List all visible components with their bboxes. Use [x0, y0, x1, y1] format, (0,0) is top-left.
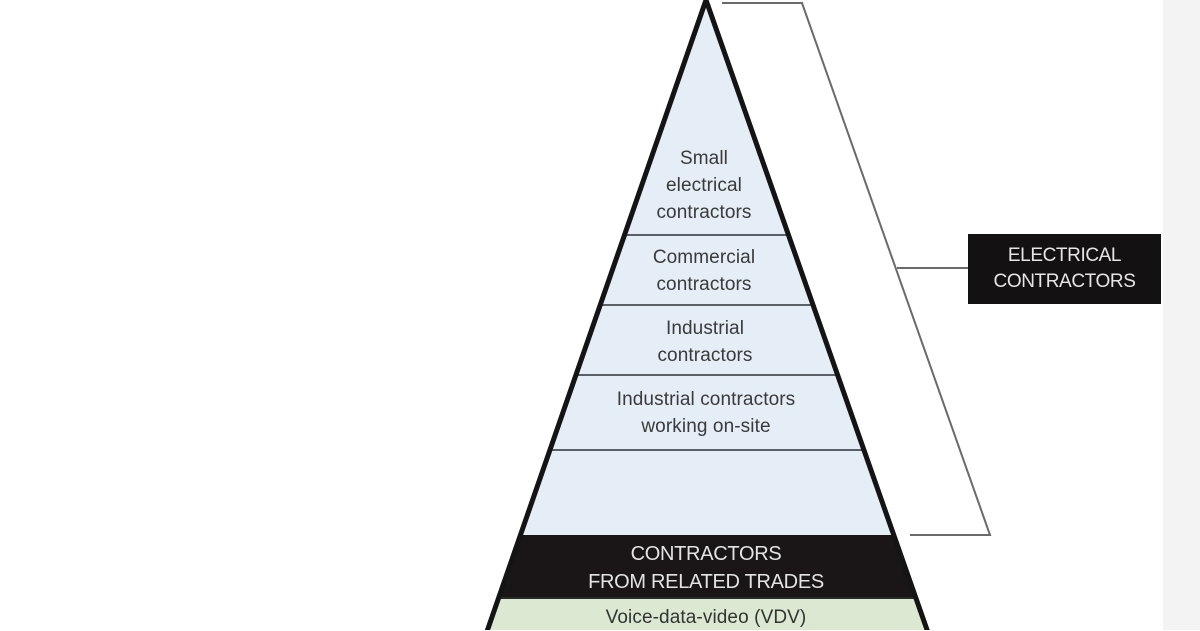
layer-label-line: Industrial contractors: [616, 389, 796, 410]
pyramid-layer-industrial: [575, 305, 838, 375]
pyramid-layer-blank: [519, 450, 895, 535]
layer-label-industrial: Industrial contractors: [657, 315, 752, 369]
right-edge-strip: [1163, 0, 1200, 630]
pyramid-layer-commercial: [599, 235, 814, 305]
layer-label-line: Voice-data-video (VDV): [605, 607, 807, 628]
layer-dividers: [497, 234, 917, 599]
layer-label-line: FROM RELATED TRADES: [588, 571, 824, 593]
electrical-contractors-label: ELECTRICAL CONTRACTORS: [968, 234, 1161, 304]
layer-label-related-trades: CONTRACTORS FROM RELATED TRADES: [588, 540, 824, 596]
pyramid-band-related-trades: [497, 535, 917, 598]
side-label-line: ELECTRICAL: [1007, 245, 1122, 266]
layer-label-line: contractors: [656, 274, 752, 295]
pyramid-layer-small-electrical: [624, 0, 789, 235]
electrical-bracket: [722, 2, 992, 536]
layer-label-line: electrical: [666, 175, 742, 196]
layer-label-line: Small: [679, 148, 728, 169]
layer-label-line: contractors: [657, 345, 753, 366]
pyramid-band-vdv: [486, 598, 928, 630]
pyramid-layer-industrial-onsite: [549, 375, 865, 450]
layer-label-line: Industrial: [665, 318, 745, 339]
layer-label-line: contractors: [656, 202, 752, 223]
layer-label-line: working on-site: [641, 416, 771, 437]
pyramid-outline: [484, 0, 930, 630]
layer-label-small-electrical: Small electrical contractors: [656, 145, 751, 226]
layer-label-line: CONTRACTORS: [630, 543, 782, 565]
layer-label-commercial: Commercial contractors: [653, 244, 755, 298]
layer-label-line: Commercial: [652, 247, 756, 268]
layer-label-vdv: Voice-data-video (VDV): [606, 604, 807, 631]
layer-label-industrial-onsite: Industrial contractors working on-site: [617, 386, 796, 440]
side-label-line: CONTRACTORS: [993, 271, 1136, 292]
